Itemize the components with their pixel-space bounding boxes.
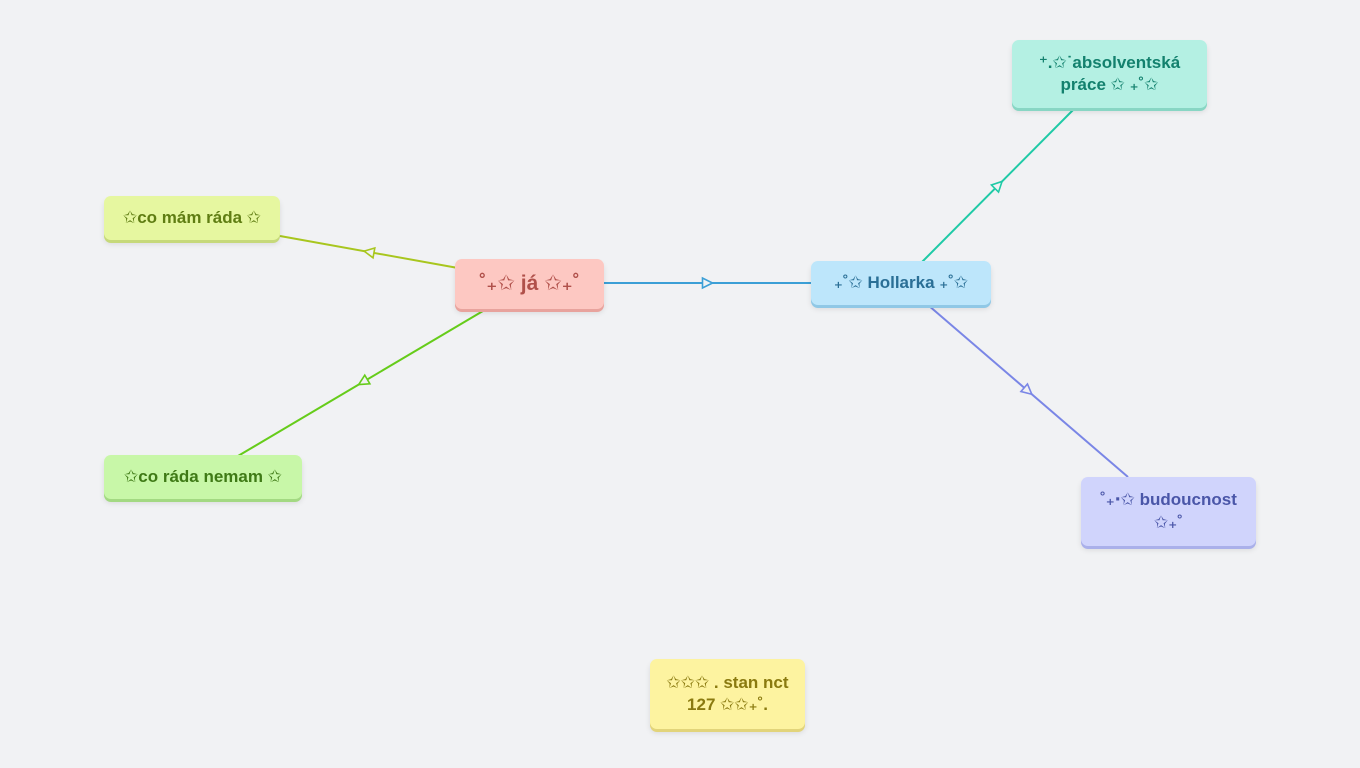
node-label: ✩co mám ráda ✩ [122, 207, 262, 227]
connector-hollarka-thesis [921, 107, 1076, 263]
node-stan-nct-127[interactable]: ✩✩✩ . stan nct 127 ✩✩₊˚. [650, 659, 805, 729]
node-co-mam-rada[interactable]: ✩co mám ráda ✩ [104, 196, 280, 240]
node-budoucnost[interactable]: ˚₊‧✩ budoucnost ✩₊˚ [1081, 477, 1256, 546]
arrow-head-icon [362, 246, 376, 260]
arrow-head-icon [989, 180, 1004, 194]
node-label: ⁺.✩˙absolventská práce ✩ ₊˚✩ [1038, 52, 1181, 94]
node-hollarka[interactable]: ₊˚✩ Hollarka ₊˚✩ [811, 261, 991, 305]
node-label: ˚₊✩ já ✩₊˚ [479, 272, 580, 296]
connector-root-likes [279, 235, 459, 269]
arrow-head-icon [701, 276, 715, 290]
node-co-rada-nemam[interactable]: ✩co ráda nemam ✩ [104, 455, 302, 499]
connector-root-hollarka [604, 276, 811, 290]
connector-hollarka-future [927, 304, 1129, 478]
node-absolventska-prace[interactable]: ⁺.✩˙absolventská práce ✩ ₊˚✩ [1012, 40, 1207, 108]
node-label: ˚₊‧✩ budoucnost ✩₊˚ [1100, 490, 1237, 532]
node-label: ₊˚✩ Hollarka ₊˚✩ [833, 272, 969, 292]
connector-root-dislikes [237, 307, 489, 457]
arrow-head-icon [357, 373, 372, 386]
arrow-head-icon [1019, 382, 1034, 396]
node-root-ja[interactable]: ˚₊✩ já ✩₊˚ [455, 259, 604, 309]
node-label: ✩co ráda nemam ✩ [124, 466, 282, 486]
node-label: ✩✩✩ . stan nct 127 ✩✩₊˚. [666, 672, 789, 714]
